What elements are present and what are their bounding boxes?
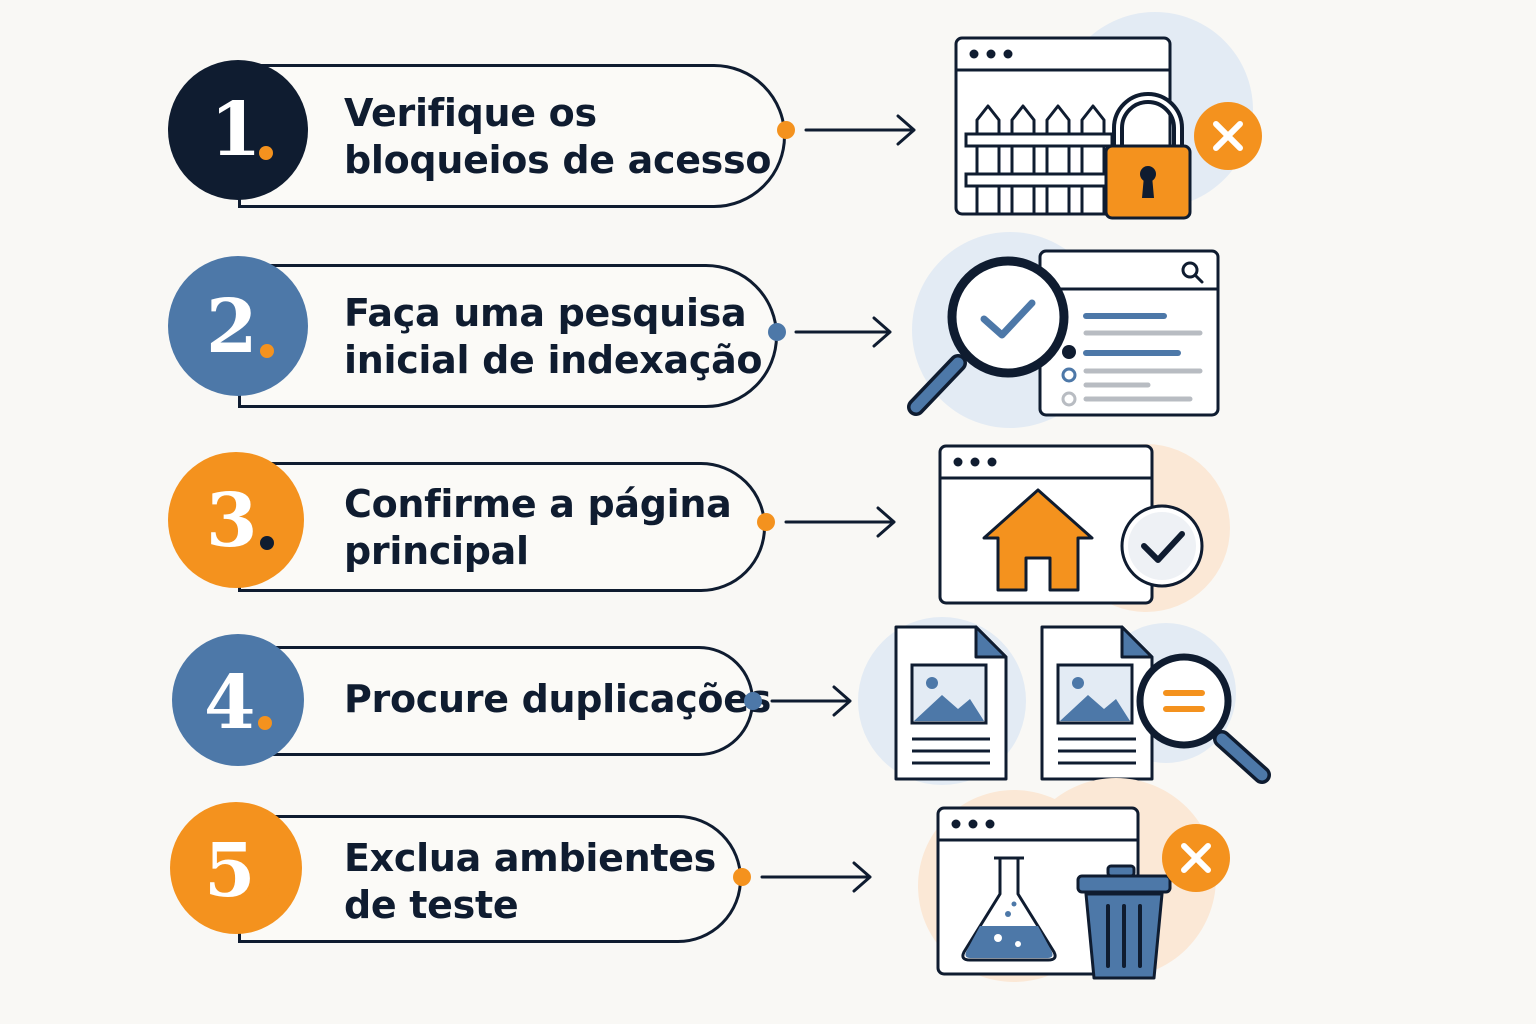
magnifier-check-search-results-icon xyxy=(907,232,1220,428)
step-1-line-2: bloqueios de acesso xyxy=(344,138,772,182)
step-3-number-circle xyxy=(168,452,304,588)
browser-home-check-icon xyxy=(938,444,1230,612)
step-2-number: 2 xyxy=(206,284,258,370)
step-3-number: 3 xyxy=(206,478,258,564)
step-1-text: Verifique os bloqueios de acesso xyxy=(344,90,771,184)
step-3-arrow xyxy=(784,506,896,538)
step-1-pill xyxy=(238,64,786,208)
step-1-connector-dot xyxy=(777,121,795,139)
step-1-number: 1 xyxy=(210,87,262,173)
browser-flask-trash-delete-icon xyxy=(918,778,1230,982)
step-3-text: Confirme a página principal xyxy=(344,481,732,575)
step-1-number-circle xyxy=(168,60,308,200)
step-3-pill xyxy=(238,462,766,592)
step-4-connector-dot xyxy=(744,692,762,710)
step-2-line-1: Faça uma pesquisa xyxy=(344,291,747,335)
step-3-line-2: principal xyxy=(344,529,529,573)
browser-fence-padlock-blocked-icon xyxy=(954,12,1262,220)
step-1-line-1: Verifique os xyxy=(344,91,597,135)
step-4-arrow xyxy=(770,685,852,717)
step-4-pill xyxy=(238,646,754,756)
step-5-connector-dot xyxy=(733,868,751,886)
step-1-number-dot xyxy=(259,146,273,160)
step-1-arrow xyxy=(804,114,916,146)
step-5-text: Exclua ambientes de teste xyxy=(344,835,716,929)
step-4-number: 4 xyxy=(204,660,256,746)
step-2-connector-dot xyxy=(768,323,786,341)
duplicate-documents-magnifier-icon xyxy=(858,617,1271,785)
step-2-number-dot xyxy=(260,344,274,358)
step-3-line-1: Confirme a página xyxy=(344,482,732,526)
step-5-number-dot xyxy=(256,884,270,898)
step-5-arrow xyxy=(760,861,872,893)
step-2-number-circle xyxy=(168,256,308,396)
step-3-connector-dot xyxy=(757,513,775,531)
step-3-number-dot xyxy=(260,536,274,550)
step-4-line-1: Procure duplicações xyxy=(344,677,772,721)
step-4-number-circle xyxy=(172,634,304,766)
step-2-arrow xyxy=(794,316,892,348)
step-5-number: 5 xyxy=(204,828,256,914)
step-5-number-circle xyxy=(170,802,302,934)
step-4-text: Procure duplicações xyxy=(344,676,771,723)
step-5-line-2: de teste xyxy=(344,883,519,927)
step-5-line-1: Exclua ambientes xyxy=(344,836,716,880)
step-4-number-dot xyxy=(258,716,272,730)
step-2-line-2: inicial de indexação xyxy=(344,338,763,382)
step-2-text: Faça uma pesquisa inicial de indexação xyxy=(344,290,763,384)
